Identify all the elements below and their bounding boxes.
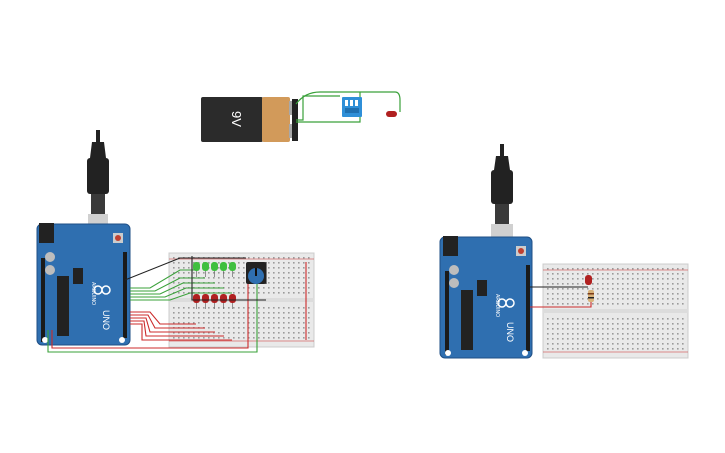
battery-label: 9V bbox=[229, 111, 244, 127]
wires-right bbox=[530, 286, 592, 308]
led-green-4[interactable] bbox=[220, 262, 227, 271]
led-row-red bbox=[193, 294, 236, 309]
dip-switch[interactable] bbox=[342, 97, 362, 117]
wires-left bbox=[47, 256, 307, 353]
arduino-left-brand: ARDUINO bbox=[90, 282, 96, 305]
arduino-right-brand: ARDUINO bbox=[494, 294, 500, 317]
led-red-2[interactable] bbox=[202, 294, 209, 303]
led-red-3[interactable] bbox=[211, 294, 218, 303]
led-row-green bbox=[193, 262, 236, 277]
led-green-2[interactable] bbox=[202, 262, 209, 271]
led-green-1[interactable] bbox=[193, 262, 200, 271]
led-red-4[interactable] bbox=[220, 294, 227, 303]
led-red-1[interactable] bbox=[193, 294, 200, 303]
breadboard-right-holes bbox=[547, 268, 684, 350]
breadboard-right[interactable] bbox=[542, 263, 689, 359]
led-green-3[interactable] bbox=[211, 262, 218, 271]
arduino-right-model: UNO bbox=[505, 322, 515, 342]
potentiometer[interactable] bbox=[246, 262, 266, 284]
arduino-uno-left[interactable]: UNO ARDUINO bbox=[36, 223, 131, 346]
arduino-left-model: UNO bbox=[101, 310, 111, 330]
battery-wires bbox=[292, 91, 401, 141]
led-green-5[interactable] bbox=[229, 262, 236, 271]
led-red-5[interactable] bbox=[229, 294, 236, 303]
led-single-top[interactable] bbox=[386, 111, 397, 117]
arduino-uno-right[interactable]: UNO ARDUINO bbox=[439, 236, 533, 359]
battery-9v[interactable]: 9V bbox=[201, 97, 296, 142]
resistor[interactable] bbox=[588, 290, 594, 302]
led-single-right[interactable] bbox=[585, 275, 592, 285]
breadboard-left-holes bbox=[173, 257, 310, 339]
